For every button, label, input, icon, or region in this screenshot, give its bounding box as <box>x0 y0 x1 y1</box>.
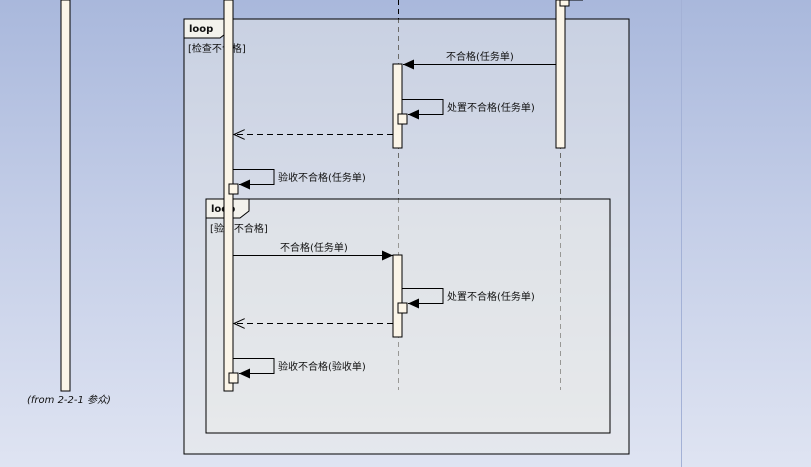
middle-activation-2-nested <box>397 302 408 314</box>
message-1-label: 不合格(任务单) <box>446 50 514 63</box>
message-2-label: 处置不合格(任务单) <box>447 101 535 114</box>
main-nested-activation-2 <box>228 372 239 384</box>
outer-loop-guard: [检查不合格] <box>188 42 246 55</box>
middle-activation-2[interactable] <box>392 254 403 338</box>
message-2-arrow[interactable] <box>402 99 444 120</box>
message-6-arrow[interactable] <box>233 358 275 379</box>
main-activation-bar[interactable] <box>223 0 234 392</box>
inner-loop-guard: [验收不合格] <box>210 222 268 235</box>
from-note: (from 2-2-1 参众) <box>27 394 111 406</box>
right-activation-nested <box>559 0 570 7</box>
main-nested-activation-1 <box>228 183 239 195</box>
message-3-label: 验收不合格(任务单) <box>278 171 366 184</box>
message-5-label: 处置不合格(任务单) <box>447 290 535 303</box>
left-lifeline-activation[interactable] <box>60 0 71 392</box>
inner-loop-frame[interactable]: loop [验收不合格] <box>205 198 611 434</box>
outer-loop-tag: loop <box>189 24 213 35</box>
message-5-arrow[interactable] <box>402 288 444 309</box>
middle-activation-1-nested <box>397 113 408 125</box>
inner-loop-tag: loop <box>211 204 235 215</box>
message-4-label: 不合格(任务单) <box>280 241 348 254</box>
middle-activation-1[interactable] <box>392 63 403 149</box>
message-6-label: 验收不合格(验收单) <box>278 360 366 373</box>
message-3-arrow[interactable] <box>233 169 275 190</box>
right-activation-bar[interactable] <box>555 0 566 149</box>
